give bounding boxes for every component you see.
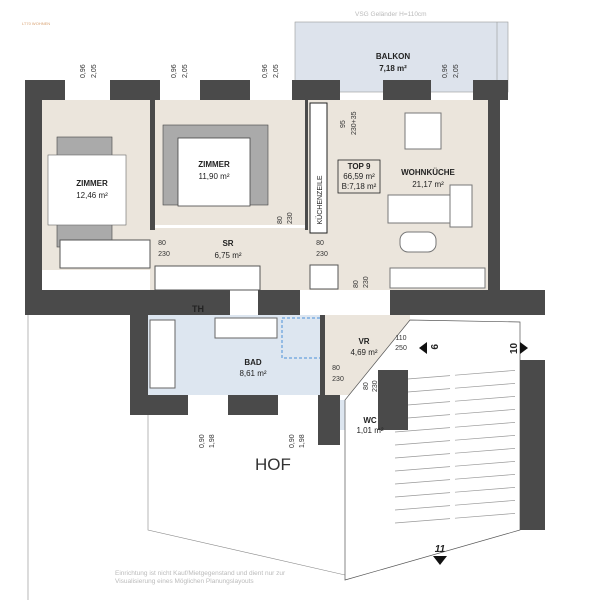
- bathtub: [149, 319, 176, 389]
- disclaimer-line1: Einrichtung ist nicht Kauf/Mietgegenstan…: [115, 570, 286, 577]
- bed: [177, 137, 251, 207]
- stair-tread: [454, 370, 516, 376]
- unit-box: [337, 159, 381, 194]
- wc-area: 1,01 m²: [356, 426, 383, 435]
- stair-tread: [454, 487, 516, 493]
- stairs: [394, 370, 516, 524]
- stair-tread: [394, 453, 451, 459]
- stair-tread: [394, 427, 451, 433]
- svg-text:80: 80: [316, 240, 324, 247]
- top10-label: 10: [509, 342, 520, 354]
- stair-tread: [394, 505, 451, 511]
- wardrobe: [309, 264, 339, 290]
- stair-tread: [454, 448, 516, 454]
- window-dims-top: 0,96 2,05 0,96 2,05 0,96 2,05 0,96 2,05: [80, 64, 460, 78]
- sr-area: 6,75 m²: [214, 251, 241, 260]
- wohnkueche-area: 21,17 m²: [412, 180, 444, 189]
- sofa: [449, 184, 473, 228]
- unit-area: 66,59 m²: [343, 172, 375, 181]
- logo: LT70 WOHNEN: [22, 21, 50, 26]
- zimmer2-area: 11,90 m²: [199, 172, 230, 181]
- svg-text:2,05: 2,05: [91, 64, 98, 78]
- svg-text:80: 80: [332, 365, 340, 372]
- kitchen-counter: [309, 102, 328, 234]
- svg-text:2,05: 2,05: [453, 64, 460, 78]
- unit-balcony: B:7,18 m²: [342, 182, 377, 191]
- vr-area: 4,69 m²: [350, 348, 377, 357]
- svg-text:95: 95: [340, 120, 347, 128]
- kuechenzeile-label: KÜCHENZEILE: [316, 175, 324, 224]
- svg-text:230: 230: [363, 276, 370, 288]
- svg-text:110: 110: [395, 335, 406, 342]
- top11-arrow-icon: [433, 556, 447, 565]
- svg-text:230: 230: [287, 212, 294, 224]
- wardrobe: [154, 265, 261, 291]
- hof-label: HOF: [255, 455, 291, 474]
- svg-text:230+35: 230+35: [351, 111, 358, 135]
- svg-text:230: 230: [372, 380, 379, 392]
- svg-text:230: 230: [332, 376, 344, 383]
- top11-label: 11: [435, 544, 446, 555]
- svg-text:0,90: 0,90: [199, 434, 206, 448]
- zimmer1-label: ZIMMER: [76, 179, 108, 188]
- top9-label: 9: [428, 344, 439, 350]
- stair-tread: [394, 492, 451, 498]
- balkon-area: 7,18 m²: [379, 64, 407, 73]
- svg-text:2,05: 2,05: [273, 64, 280, 78]
- stair-tread: [454, 461, 516, 467]
- bed: [47, 154, 127, 226]
- svg-text:80: 80: [277, 216, 284, 224]
- stair-tread: [454, 409, 516, 415]
- railing-note: VSG Geländer H=110cm: [355, 11, 427, 18]
- vr-label: VR: [358, 337, 369, 346]
- unit-title: TOP 9: [348, 162, 371, 171]
- svg-text:1,98: 1,98: [299, 434, 306, 448]
- svg-text:80: 80: [158, 240, 166, 247]
- svg-text:0,90: 0,90: [289, 434, 296, 448]
- bad-label: BAD: [244, 358, 262, 367]
- svg-text:230: 230: [158, 251, 170, 258]
- sideboard: [389, 267, 486, 289]
- stair-tread: [454, 513, 516, 519]
- svg-text:1,98: 1,98: [209, 434, 216, 448]
- svg-text:0,96: 0,96: [171, 64, 178, 78]
- stair-tread: [454, 500, 516, 506]
- zimmer1-area: 12,46 m²: [76, 191, 108, 200]
- svg-text:80: 80: [363, 382, 370, 390]
- svg-text:0,96: 0,96: [80, 64, 87, 78]
- walls: [25, 80, 545, 530]
- double-sink: [214, 317, 278, 339]
- stair-tread: [454, 422, 516, 428]
- stair-tread: [394, 466, 451, 472]
- wardrobe: [59, 239, 151, 269]
- th-label: TH: [192, 304, 204, 314]
- door-dims: 95 230+35 80 230 80 230 80 230 80 230 11…: [158, 111, 407, 392]
- dining-table: [404, 112, 442, 150]
- svg-text:230: 230: [316, 251, 328, 258]
- stair-tread: [394, 440, 451, 446]
- top9-arrow-icon: [419, 342, 427, 354]
- svg-text:0,96: 0,96: [442, 64, 449, 78]
- wohnkueche-label: WOHNKÜCHE: [401, 168, 455, 177]
- stair-tread: [394, 479, 451, 485]
- sr-label: SR: [222, 239, 233, 248]
- svg-text:80: 80: [353, 280, 360, 288]
- zimmer2-label: ZIMMER: [198, 160, 230, 169]
- stair-tread: [454, 474, 516, 480]
- svg-text:2,05: 2,05: [182, 64, 189, 78]
- stair-tread: [454, 383, 516, 389]
- svg-text:0,96: 0,96: [262, 64, 269, 78]
- coffee-table: [399, 231, 437, 253]
- disclaimer-line2: Visualisierung eines Möglichen Planungsl…: [115, 578, 254, 585]
- top10-arrow-icon: [520, 342, 528, 354]
- stair-tread: [454, 396, 516, 402]
- bad-area: 8,61 m²: [239, 369, 266, 378]
- stair-tread: [394, 518, 451, 524]
- balkon-label: BALKON: [376, 52, 410, 61]
- wc-label: WC: [363, 416, 377, 425]
- stair-tread: [454, 435, 516, 441]
- window-dims-bottom: 0,90 1,98 0,90 1,98: [199, 434, 306, 448]
- svg-text:250: 250: [395, 345, 407, 352]
